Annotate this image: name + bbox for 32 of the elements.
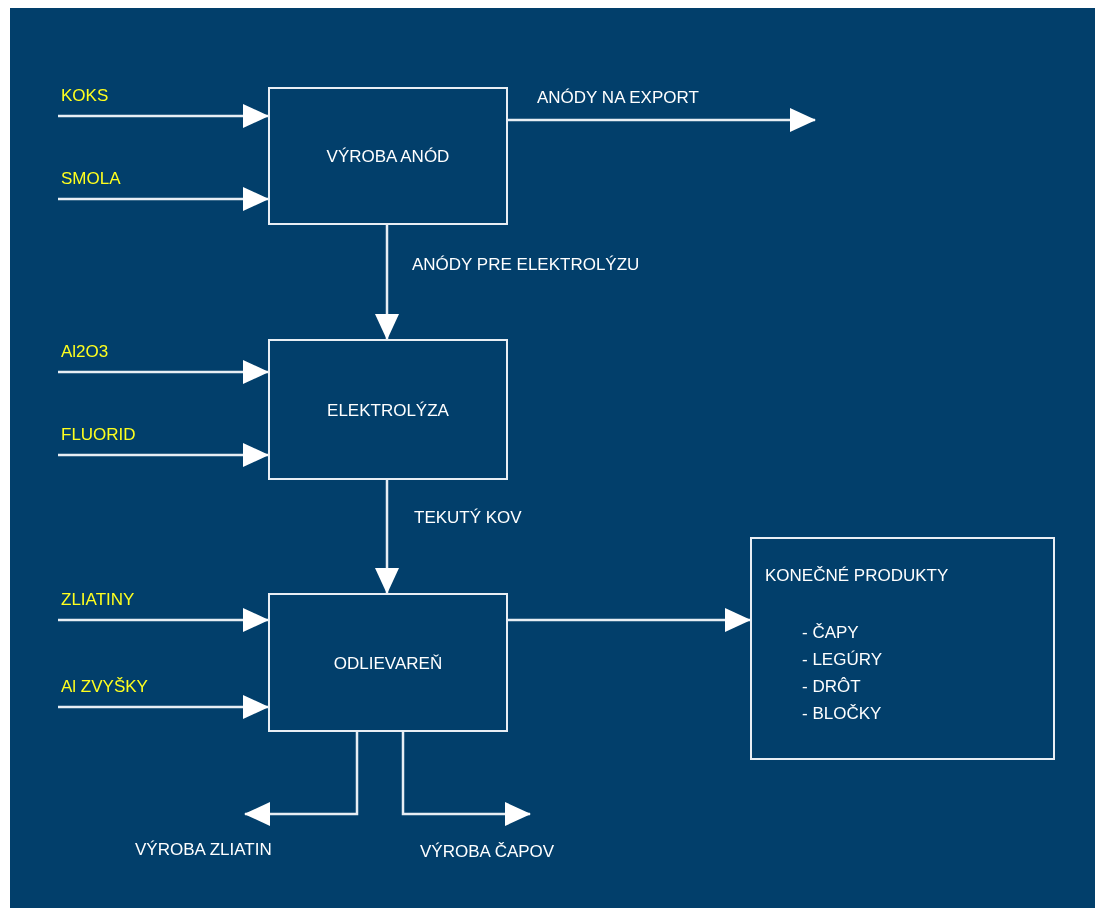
arrow <box>508 108 816 132</box>
input-label: SMOLA <box>61 169 121 189</box>
arrow <box>58 104 269 128</box>
input-label: FLUORID <box>61 425 136 445</box>
arrow <box>58 608 269 632</box>
arrow <box>58 443 269 467</box>
heading-text: KONEČNÉ PRODUKTY <box>765 566 949 586</box>
list-item: - LEGÚRY <box>802 650 882 670</box>
output-label: VÝROBA ZLIATIN <box>135 840 272 860</box>
arrow <box>375 225 399 340</box>
arrow <box>58 360 269 384</box>
input-label: Al2O3 <box>61 342 109 362</box>
input-label: KOKS <box>61 86 109 106</box>
input-label: ZLIATINY <box>61 590 135 610</box>
list-item: - DRÔT <box>802 677 861 697</box>
process-box <box>268 87 508 225</box>
arrow <box>58 695 269 719</box>
process-label: ELEKTROLÝZA <box>326 400 450 421</box>
output-label: VÝROBA ČAPOV <box>420 842 555 862</box>
product-box <box>750 537 1055 760</box>
input-label: Al ZVYŠKY <box>61 677 148 697</box>
process-label: VÝROBA ANÓD <box>325 147 451 167</box>
process-label: ODLIEVAREŇ <box>332 653 444 674</box>
arrow <box>401 732 531 826</box>
arrow <box>244 732 359 826</box>
arrow <box>508 608 751 632</box>
list-item: - ČAPY <box>802 623 859 643</box>
list-item: - BLOČKY <box>802 704 882 724</box>
arrow <box>58 187 269 211</box>
process-box <box>268 339 508 480</box>
process-box <box>268 593 508 732</box>
arrow <box>375 480 399 594</box>
